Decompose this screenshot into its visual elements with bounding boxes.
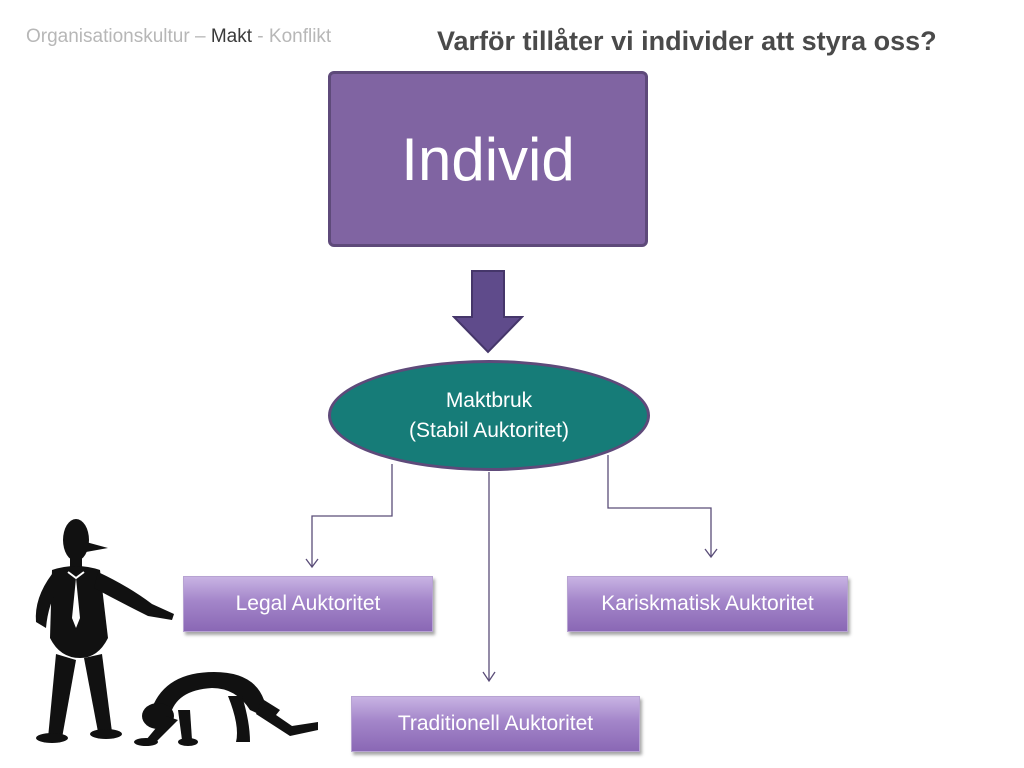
legal-auktoritet-box: Legal Auktoritet — [183, 576, 433, 632]
breadcrumb-part-konflikt: - Konflikt — [252, 26, 332, 47]
maktbruk-label: Maktbruk — [445, 388, 533, 412]
traditionell-auktoritet-label: Traditionell Auktoritet — [397, 712, 594, 735]
legal-auktoritet-label: Legal Auktoritet — [235, 592, 381, 615]
breadcrumb-current: Makt — [210, 26, 253, 47]
kariskmatisk-auktoritet-box: Kariskmatisk Auktoritet — [567, 576, 848, 632]
kariskmatisk-auktoritet-label: Kariskmatisk Auktoritet — [601, 592, 814, 615]
individ-box: Individ — [328, 71, 648, 247]
breadcrumb-part-org: Organisationskultur – — [26, 26, 211, 47]
traditionell-auktoritet-box: Traditionell Auktoritet — [351, 696, 640, 752]
pointing-man-icon — [35, 519, 174, 743]
arrowhead-charismatic — [704, 548, 718, 559]
down-arrow-icon — [452, 270, 524, 354]
connector-charismatic — [607, 455, 712, 556]
breadcrumb: Organisationskultur – Makt - Konflikt — [26, 26, 331, 48]
bowing-person-icon — [134, 672, 318, 746]
stabil-auktoritet-label: (Stabil Auktoritet) — [409, 418, 569, 442]
slide-title: Varför tillåter vi individer att styra o… — [437, 26, 937, 56]
arrowhead-legal — [305, 558, 319, 569]
arrowhead-traditional — [482, 671, 496, 683]
maktbruk-ellipse: Maktbruk (Stabil Auktoritet) — [328, 360, 650, 471]
individ-label: Individ — [401, 125, 575, 193]
connector-legal — [311, 464, 393, 566]
